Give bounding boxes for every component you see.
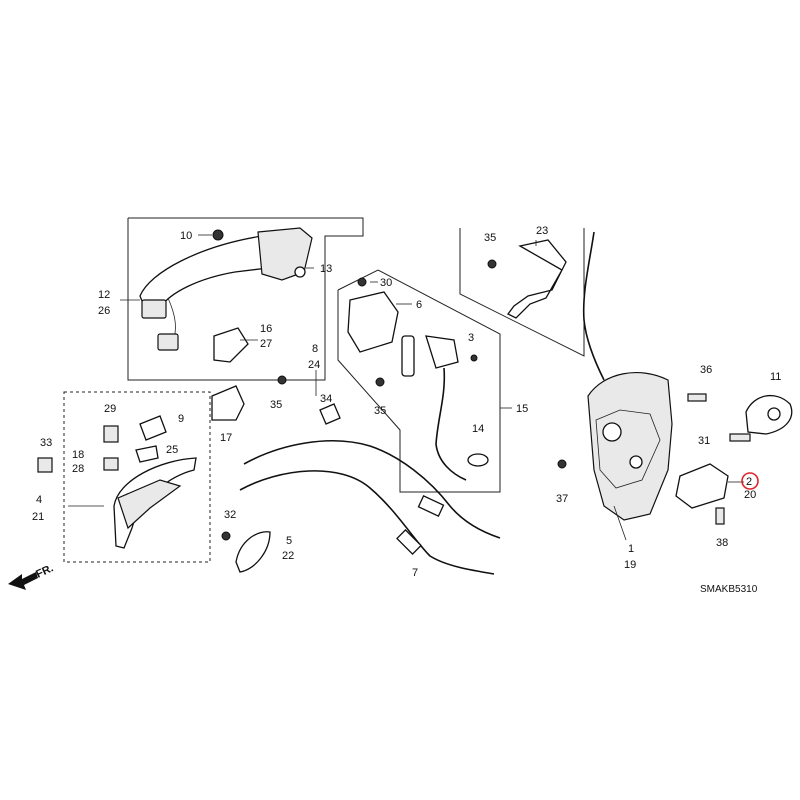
- handle-bolt-10: [212, 229, 224, 241]
- callout-37: 37: [556, 493, 568, 505]
- callout-18: 18: [72, 449, 84, 461]
- callout-1: 1: [628, 543, 634, 555]
- cover-5-22: [235, 531, 271, 573]
- outer-door-handle: [139, 227, 313, 351]
- callout-21: 21: [32, 511, 44, 523]
- callout-5: 5: [286, 535, 292, 547]
- screw-38: [715, 507, 725, 525]
- screw-32: [221, 531, 231, 541]
- callout-4: 4: [36, 494, 42, 506]
- clip-9: [139, 415, 167, 441]
- bolt-31: [729, 433, 751, 442]
- bracket-23: [507, 239, 567, 319]
- callout-27: 27: [260, 338, 272, 350]
- handle-protector-16-27: [213, 327, 249, 363]
- clip-29: [103, 425, 119, 443]
- callout-15: 15: [516, 403, 528, 415]
- callout-31: 31: [698, 435, 710, 447]
- highlight-circle: [741, 472, 759, 490]
- cylinder-group-frame: [337, 269, 501, 493]
- callout-33: 33: [40, 437, 52, 449]
- callout-34: 34: [320, 393, 332, 405]
- callout-22: 22: [282, 550, 294, 562]
- callout-3: 3: [468, 332, 474, 344]
- callout-10: 10: [180, 230, 192, 242]
- handle-nut-13: [294, 266, 306, 278]
- cable-clip-34: [319, 403, 341, 425]
- inner-handle-group-frame: [63, 391, 211, 563]
- inside-handle-cable-8-24: [243, 440, 501, 539]
- callout-11: 11: [770, 371, 781, 383]
- cap-33: [37, 457, 53, 473]
- bolt-35-left: [277, 375, 287, 385]
- callout-6: 6: [416, 299, 422, 311]
- door-lock-actuator: [582, 231, 673, 521]
- callout-14: 14: [472, 423, 484, 435]
- bolt-36: [687, 393, 707, 402]
- callout-20: 20: [744, 489, 756, 501]
- front-marker-label: FR.: [34, 562, 55, 580]
- callout-35-left: 35: [270, 399, 282, 411]
- bolt-35-mid: [375, 377, 385, 387]
- callout-19: 19: [624, 559, 636, 571]
- screw-3: [470, 354, 478, 362]
- callout-36: 36: [700, 364, 712, 376]
- callout-9: 9: [178, 413, 184, 425]
- callout-38: 38: [716, 537, 728, 549]
- callout-29: 29: [104, 403, 116, 415]
- callout-17: 17: [220, 432, 232, 444]
- callout-24: 24: [308, 359, 320, 371]
- outer-handle-group-frame: [127, 217, 364, 381]
- callout-8: 8: [312, 343, 318, 355]
- lock-cable-7: [239, 470, 495, 575]
- cylinder-rod: [435, 367, 467, 481]
- cylinder-bracket-6: [347, 291, 399, 353]
- front-direction-marker: FR.: [8, 562, 55, 590]
- callout-25: 25: [166, 444, 178, 456]
- diagram-code: SMAKB5310: [700, 584, 758, 595]
- screw-37: [557, 459, 567, 469]
- bolt-35-top: [487, 259, 497, 269]
- grommet-14: [467, 453, 489, 467]
- callout-30: 30: [380, 277, 392, 289]
- callout-7: 7: [412, 567, 418, 579]
- callout-32: 32: [224, 509, 236, 521]
- callout-35-top: 35: [484, 232, 496, 244]
- screw-30: [357, 277, 367, 287]
- callout-12: 12: [98, 289, 110, 301]
- clip-18-28: [103, 457, 119, 471]
- actuator-cover-2-20: [675, 463, 729, 509]
- callout-13: 13: [320, 263, 332, 275]
- inner-door-handle: [113, 457, 197, 549]
- clip-25: [135, 445, 159, 463]
- callout-35-mid: 35: [374, 405, 386, 417]
- callout-23: 23: [536, 225, 548, 237]
- striker-11: [745, 394, 793, 435]
- key-cylinder: [401, 335, 459, 377]
- handle-base-17: [211, 385, 245, 421]
- callout-26: 26: [98, 305, 110, 317]
- callout-2: 2: [746, 476, 752, 488]
- callout-28: 28: [72, 463, 84, 475]
- callout-16: 16: [260, 323, 272, 335]
